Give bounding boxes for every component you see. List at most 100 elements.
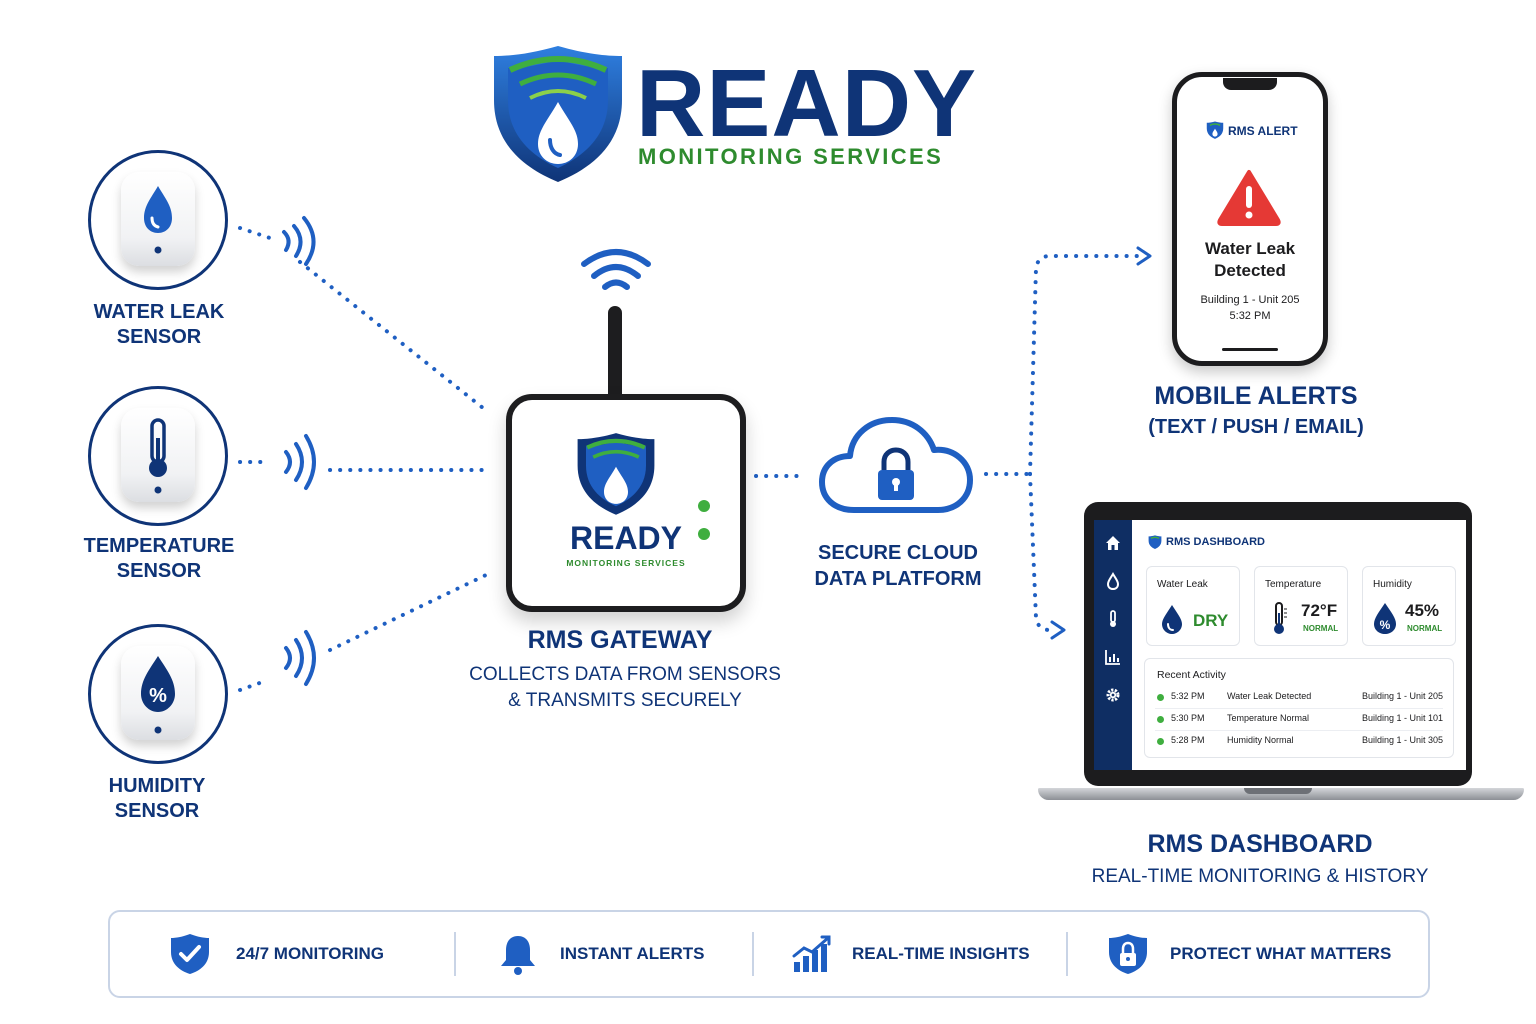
cloud-platform-label: SECURE CLOUD DATA PLATFORM	[790, 540, 1006, 592]
card-status: NORMAL	[1407, 624, 1443, 633]
activity-time: 5:30 PM	[1171, 713, 1205, 723]
wifi-icon	[578, 246, 654, 298]
sensor-label-temperature: TEMPERATURE SENSOR	[59, 534, 259, 584]
bell-icon	[501, 936, 535, 975]
dashboard-caption-subtitle: REAL-TIME MONITORING & HISTORY	[1091, 866, 1429, 887]
mobile-alerts-subtitle: (TEXT / PUSH / EMAIL)	[1148, 416, 1364, 438]
sensor-device: %	[121, 646, 195, 740]
status-dot	[1157, 694, 1164, 701]
card-temperature[interactable]: Temperature 72°F NORMAL	[1254, 566, 1348, 646]
card-value: DRY	[1193, 611, 1229, 630]
water-drop-icon[interactable]	[1104, 572, 1122, 590]
rms-shield-icon	[1148, 534, 1162, 550]
phone-alert-title-text: Water Leak Detected	[1204, 239, 1296, 280]
sensor-label-water-leak: WATER LEAK SENSOR	[59, 300, 259, 350]
gateway-description: COLLECTS DATA FROM SENSORS & TRANSMITS S…	[440, 662, 810, 714]
laptop-notch	[1244, 788, 1312, 794]
feature-label: PROTECT WHAT MATTERS	[1170, 944, 1392, 963]
phone-notch	[1223, 78, 1277, 90]
radio-waves-temperature	[284, 434, 316, 490]
mobile-phone	[1172, 72, 1328, 366]
activity-location: Building 1 - Unit 305	[1361, 735, 1443, 745]
shield-check-icon	[171, 934, 209, 974]
dashboard-header: RMS DASHBOARD	[1166, 536, 1265, 548]
svg-text:%: %	[149, 685, 167, 707]
thermometer-icon	[149, 418, 167, 494]
card-value: 72°F	[1301, 601, 1338, 620]
cloud-lock-icon	[818, 414, 974, 518]
activity-location: Building 1 - Unit 205	[1361, 691, 1443, 701]
feature-label: REAL-TIME INSIGHTS	[852, 944, 1030, 963]
mobile-alerts-title: MOBILE ALERTS	[1154, 382, 1358, 410]
water-leak-sensor	[88, 150, 228, 290]
dashboard-caption-title: RMS DASHBOARD	[1147, 830, 1373, 858]
link-water-leak-gateway	[298, 260, 490, 414]
water-drop-icon	[1162, 605, 1182, 634]
link-to-laptop	[1028, 472, 1054, 632]
gateway-title: RMS GATEWAY	[527, 626, 713, 654]
water-drop-icon	[144, 186, 172, 254]
thermometer-icon	[1274, 602, 1287, 634]
temperature-sensor	[88, 386, 228, 526]
activity-event: Temperature Normal	[1227, 713, 1310, 723]
dashboard-screen: RMS DASHBOARD Water Leak DRY Temperature…	[1094, 520, 1466, 770]
shield-lock-icon	[1109, 934, 1147, 974]
gateway-description-text: COLLECTS DATA FROM SENSORS & TRANSMITS S…	[469, 664, 781, 711]
feature-divider	[454, 932, 456, 976]
thermometer-icon[interactable]	[1104, 610, 1122, 628]
sensor-label-humidity-text: HUMIDITY SENSOR	[108, 775, 206, 822]
arrow-head-phone	[1136, 246, 1152, 266]
feature-label: INSTANT ALERTS	[560, 944, 705, 963]
row-divider	[1155, 730, 1443, 731]
humidity-percent-icon: %	[1374, 603, 1396, 634]
gateway-brand-name: READY	[569, 520, 682, 556]
brand-name: READY	[636, 50, 978, 157]
warning-icon	[1216, 168, 1282, 226]
gateway-status-led	[698, 500, 710, 512]
home-icon[interactable]	[1104, 534, 1122, 552]
status-dot	[1157, 738, 1164, 745]
chart-icon[interactable]	[1104, 648, 1122, 666]
brand-shield-logo	[488, 40, 628, 185]
rms-shield-icon	[1206, 120, 1224, 140]
cloud-platform-label-text: SECURE CLOUD DATA PLATFORM	[814, 542, 982, 590]
sensor-label-water-leak-text: WATER LEAK SENSOR	[93, 301, 225, 348]
recent-activity-title: Recent Activity	[1157, 669, 1226, 681]
activity-location: Building 1 - Unit 101	[1361, 713, 1443, 723]
humidity-sensor: %	[88, 624, 228, 764]
arrow-head-laptop	[1050, 620, 1066, 640]
sensor-device	[121, 408, 195, 502]
phone-alert-time: 5:32 PM	[1229, 310, 1271, 322]
card-title: Water Leak	[1157, 579, 1208, 590]
gear-icon[interactable]	[1104, 686, 1122, 704]
status-dot	[1157, 716, 1164, 723]
activity-row[interactable]: 5:28 PM Humidity Normal Building 1 - Uni…	[1145, 731, 1453, 753]
activity-time: 5:28 PM	[1171, 735, 1205, 745]
gateway-antenna	[608, 306, 622, 402]
phone-app-name: RMS ALERT	[1228, 124, 1298, 138]
card-humidity[interactable]: Humidity % 45% NORMAL	[1362, 566, 1456, 646]
gateway-status-led	[698, 528, 710, 540]
activity-time: 5:32 PM	[1171, 691, 1205, 701]
phone-alert-location: Building 1 - Unit 205	[1200, 294, 1300, 306]
feature-divider	[752, 932, 754, 976]
phone-alert-details: Building 1 - Unit 205 5:32 PM	[1180, 292, 1320, 324]
activity-row[interactable]: 5:32 PM Water Leak Detected Building 1 -…	[1145, 687, 1453, 709]
card-value: 45%	[1405, 601, 1440, 620]
recent-activity-panel: Recent Activity 5:32 PM Water Leak Detec…	[1144, 658, 1454, 758]
card-status: NORMAL	[1303, 624, 1339, 633]
feature-label: 24/7 MONITORING	[236, 944, 384, 963]
card-title: Temperature	[1265, 579, 1322, 590]
link-humidity-short	[238, 678, 270, 692]
activity-row[interactable]: 5:30 PM Temperature Normal Building 1 - …	[1145, 709, 1453, 731]
laptop-base	[1038, 788, 1524, 800]
link-to-phone	[1028, 254, 1142, 476]
sensor-label-temperature-text: TEMPERATURE SENSOR	[83, 535, 235, 582]
row-divider	[1155, 708, 1443, 709]
svg-text:%: %	[1380, 618, 1391, 632]
humidity-percent-icon: %	[141, 656, 175, 734]
card-water-leak[interactable]: Water Leak DRY	[1146, 566, 1240, 646]
radio-waves-water-leak	[282, 216, 316, 266]
sensor-device	[121, 172, 195, 266]
feature-divider	[1066, 932, 1068, 976]
